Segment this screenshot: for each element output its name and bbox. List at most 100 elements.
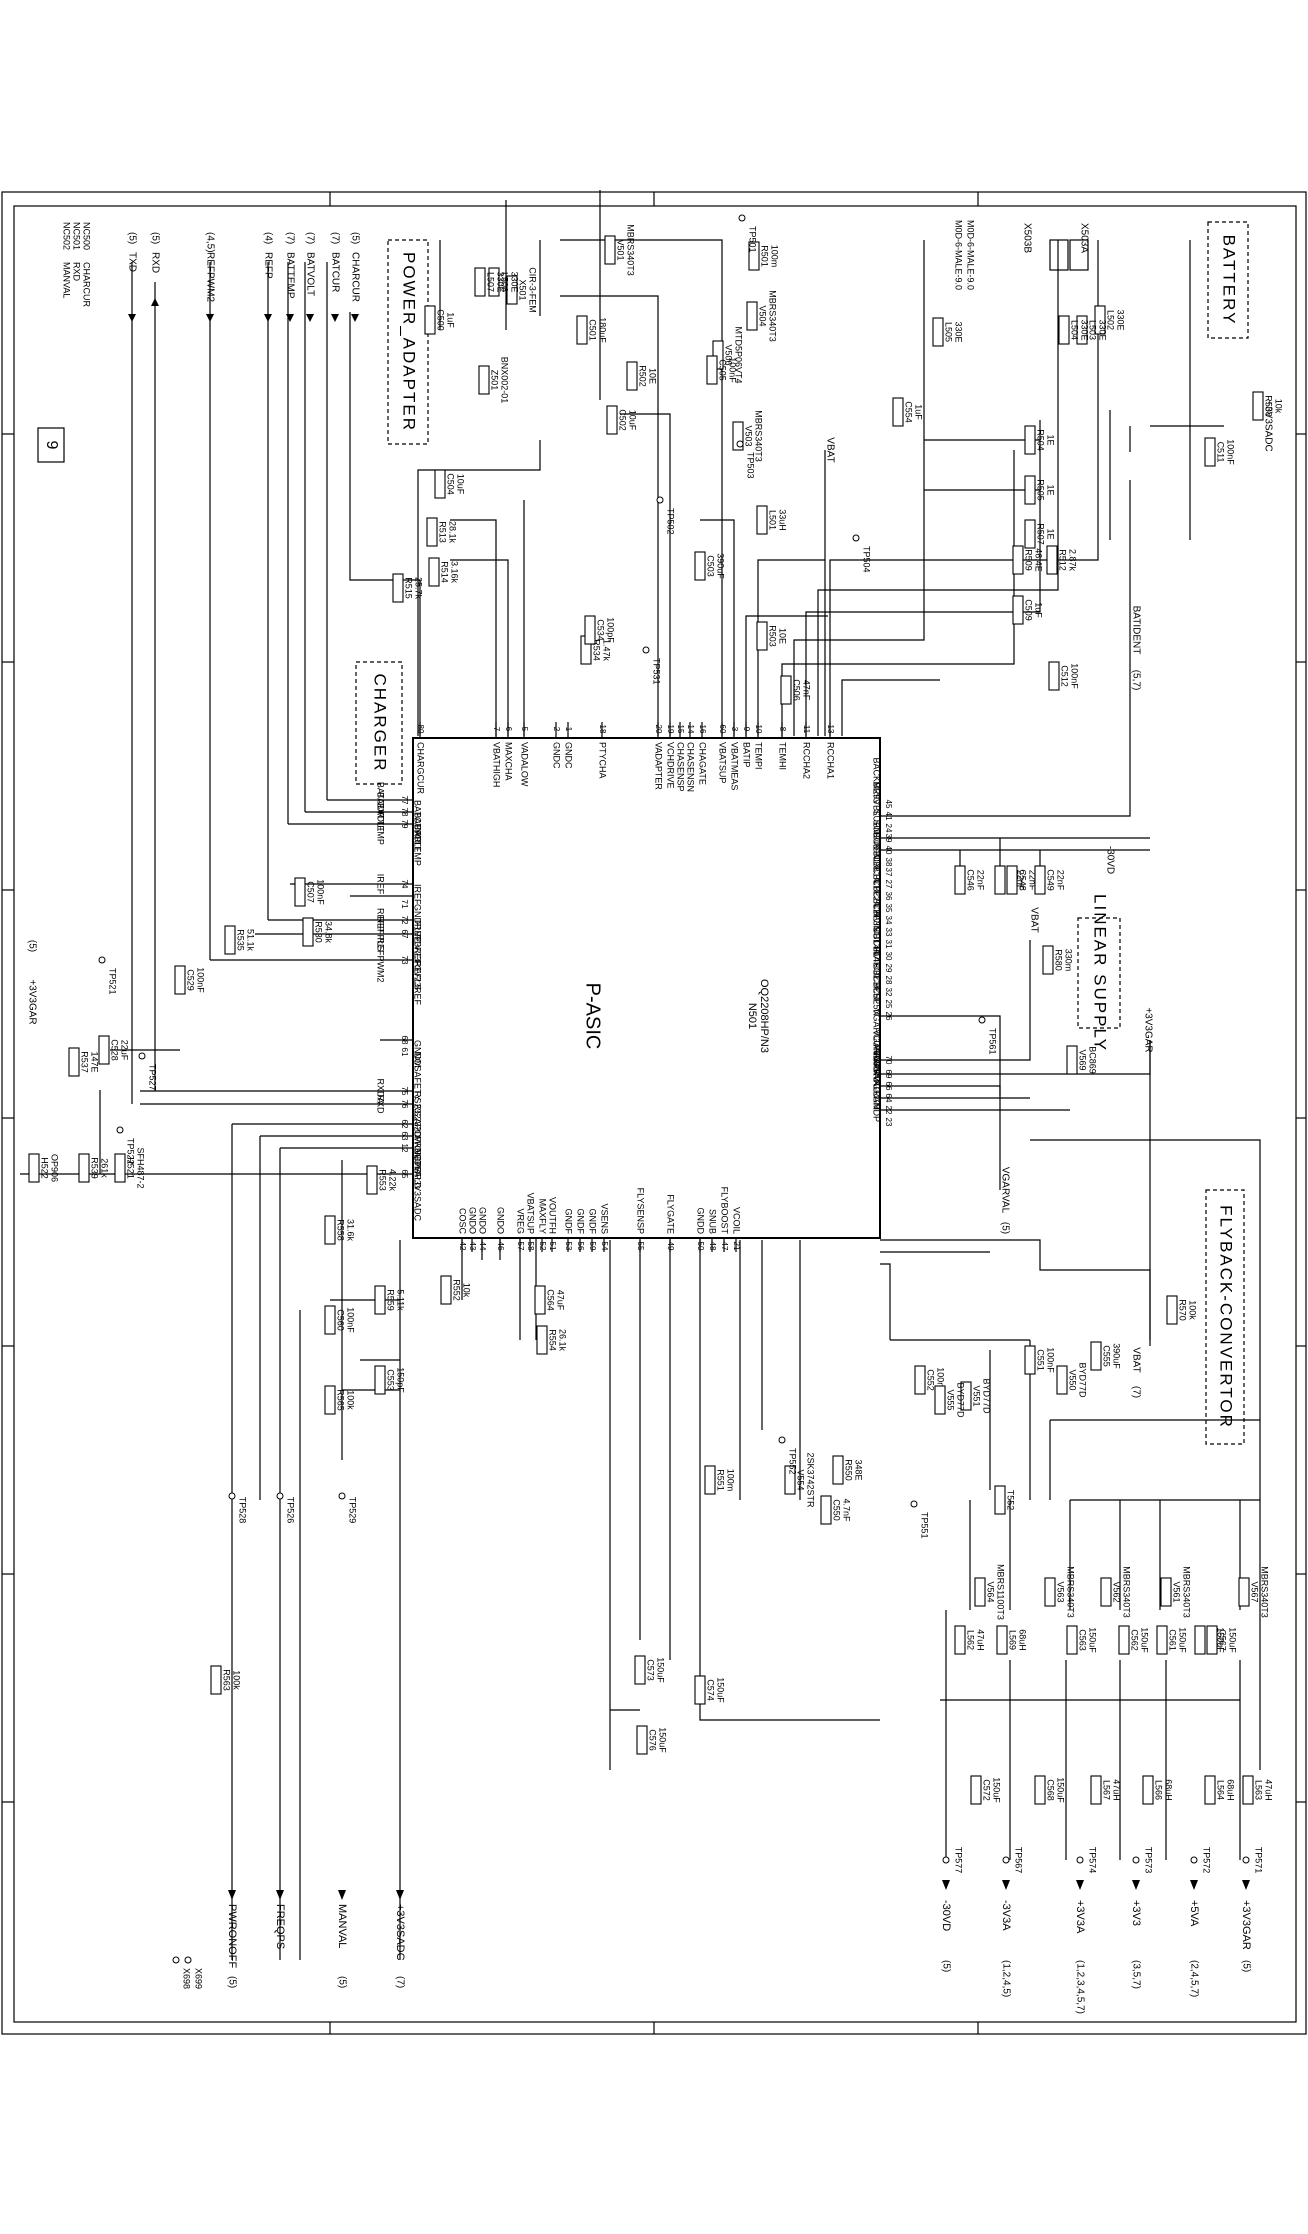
component-body (324, 1305, 336, 1335)
component-body (174, 965, 186, 995)
output-rails: TP571+3V3GAR(5)TP572+5VA(2,4,5,7)TP573+3… (940, 1847, 1264, 2014)
left-signal-arrow (128, 314, 136, 322)
component-ref: L506 (500, 272, 510, 292)
component-ref: C529 (186, 969, 196, 991)
component-value: 2SK3742STR (806, 1452, 816, 1508)
component-value: MBRS340T3 (1182, 1566, 1192, 1618)
pin-right-label: CBL4P (872, 939, 882, 968)
component-ref: R570 (1178, 1299, 1188, 1321)
component-value: 100m (770, 245, 780, 268)
component-body (1066, 1045, 1078, 1075)
component-body (1206, 1625, 1218, 1655)
pin-right-num: 36 (884, 892, 893, 901)
nc-ref: NC502 (62, 222, 72, 250)
component-value: 150pF (396, 1367, 406, 1393)
component-body (392, 573, 404, 603)
pin-right-label: CBL2P (872, 891, 882, 920)
component-value: 10k (1274, 399, 1284, 414)
vbat-flyback-net: VBAT (1130, 1347, 1141, 1372)
component-ref: R537 (80, 1051, 90, 1073)
component-value: 68uH (1226, 1779, 1236, 1801)
battery-connector: X503A X503B M0D-6-MALE-9.0 M0D-6-MALE-9.… (954, 220, 1274, 690)
pin-bottom-label: GNDF (576, 1209, 586, 1235)
pin-right-label: SUB (872, 831, 882, 850)
pin-right-num: 32 (884, 988, 893, 997)
left-signal-arrow (286, 314, 294, 322)
component-value: 51.1k (246, 929, 256, 952)
component-value: MTD5P06VT4 (734, 326, 744, 383)
component-ref: R505 (1036, 479, 1046, 501)
left-signal-ref: (5) (149, 232, 160, 244)
component-value: 22nF (1056, 870, 1066, 891)
pin-right-label: M30VBL (872, 827, 882, 862)
component-body (704, 1465, 716, 1495)
component-ref: L505 (944, 322, 954, 342)
component-body (1242, 1775, 1254, 1805)
component-body (832, 1455, 844, 1485)
output-ref: (1,2,4,5) (1000, 1960, 1011, 1997)
pin-right-num: 25 (884, 1000, 893, 1009)
component-ref: V555 (946, 1389, 956, 1410)
pin-top-label: GNDC (564, 742, 574, 769)
component-ref: C546 (966, 869, 976, 891)
component-value: 150uF (716, 1677, 726, 1703)
component-value: 10uF (628, 410, 638, 431)
component-value: 180uF (598, 317, 608, 343)
component-body (606, 405, 618, 435)
pin-top-num: 1 (564, 727, 573, 732)
section-linear-supply: LINEAR SUPPLY (1077, 894, 1121, 1052)
component-ref: V561 (1172, 1581, 1182, 1602)
output-ref: (2,4,5,7) (1188, 1960, 1199, 1997)
component-body (914, 1365, 926, 1395)
pin-right-num: 27 (884, 880, 893, 889)
component-ref: L504 (1070, 320, 1080, 340)
component-ref: R530 (314, 921, 324, 943)
left-signal-ref: (7) (284, 232, 295, 244)
pin-right-label: HVISO1 (872, 911, 882, 944)
component-body (78, 1153, 90, 1183)
component-value: 25.7k (414, 577, 424, 600)
component-body (584, 615, 596, 645)
pin-top-label: CHARGCUR (416, 742, 426, 795)
component-value: BNX002-01 (500, 357, 510, 404)
pin-left-label: BATVOLT (413, 812, 423, 852)
component-ref: V501 (616, 239, 626, 260)
component-body (366, 1165, 378, 1195)
sheet-number-box (37, 427, 65, 463)
pin-right-label: VGARVALD (872, 1050, 882, 1099)
component-ref: C573 (646, 1659, 656, 1681)
component-body (1238, 1577, 1250, 1607)
component-value: 100nF (1070, 663, 1080, 689)
nc-name: RXD (72, 262, 82, 282)
component-value: 1E (1046, 434, 1056, 445)
component-ref: C563 (1078, 1629, 1088, 1651)
x503b-label: X503B (1021, 223, 1032, 253)
output-tp-circle (1190, 1856, 1198, 1864)
component-value: SFH487-2 (136, 1147, 146, 1188)
component-ref: C511 (1216, 442, 1226, 463)
component-ref: R554 (548, 1329, 558, 1351)
nc-ref: NC500 (82, 222, 92, 250)
component-body (1012, 595, 1024, 625)
component-body (820, 1495, 832, 1525)
component-ref: C564 (546, 1289, 556, 1311)
output-arrow (1076, 1880, 1084, 1890)
component-ref: V504 (758, 305, 768, 326)
pin-bottom-num: 48 (708, 1242, 717, 1251)
component-ref: C562 (1130, 1629, 1140, 1651)
component-ref: V563 (1056, 1581, 1066, 1602)
component-body (694, 1675, 706, 1705)
testpoint-circle (738, 214, 746, 222)
flyback-title: FLYBACK-CONVERTOR (1217, 1205, 1236, 1429)
component-body (1024, 1345, 1036, 1375)
linear-supply-title: LINEAR SUPPLY (1091, 894, 1110, 1052)
pin-bottom-label: VREG (516, 1208, 526, 1234)
component-ref: C502 (618, 409, 628, 431)
output-tp: TP574 (1088, 1847, 1098, 1874)
pin-right-label: CBL2N (872, 879, 882, 908)
component-value: BC869 (1088, 1046, 1098, 1074)
output-ref: (1,2,3,4,5,7) (1074, 1960, 1085, 2014)
pin-top-label: VBATMEAS (730, 742, 740, 790)
pin-right-num: 23 (884, 1118, 893, 1127)
